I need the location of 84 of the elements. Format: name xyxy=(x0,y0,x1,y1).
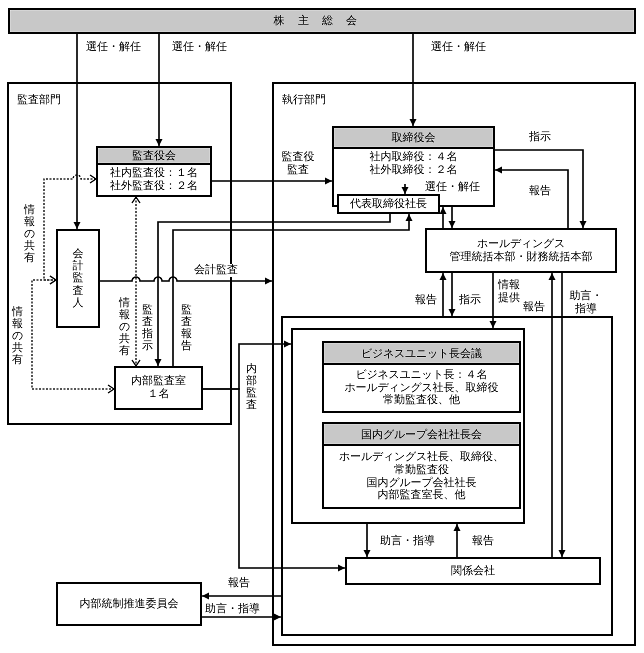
arrow xyxy=(448,273,456,316)
box-text: 内部監査室 xyxy=(130,375,187,388)
arrow xyxy=(495,166,569,228)
arrow xyxy=(364,524,370,557)
edge-label: 会計監査 xyxy=(193,264,239,277)
committee-box xyxy=(322,341,521,413)
arrow xyxy=(448,207,456,228)
box-text: 常勤監査役 xyxy=(394,464,449,476)
arrow xyxy=(454,524,460,557)
box-heading: 国内グループ会社社長会 xyxy=(324,424,519,446)
arrow xyxy=(495,149,586,228)
arrow xyxy=(74,34,80,229)
arrow xyxy=(490,273,496,328)
box-text: 関係会社 xyxy=(450,564,496,578)
arrow xyxy=(212,178,332,184)
edge-label: 選任・解任 xyxy=(171,41,228,54)
arrow xyxy=(100,276,272,284)
edge-label: 監査報告 xyxy=(181,303,192,354)
edge-label: 指示 xyxy=(528,131,552,144)
edge-label: 選任・解任 xyxy=(424,181,481,194)
box-text: 社外取締役：２名 xyxy=(370,164,458,176)
box-heading: 監査役会 xyxy=(98,148,210,165)
organization-box xyxy=(345,557,601,585)
edge-label: 助言・指導 xyxy=(379,535,436,548)
dotted-arrow xyxy=(131,196,141,367)
arrow xyxy=(558,273,566,557)
arrow xyxy=(172,214,412,366)
box-heading: 取締役会 xyxy=(334,128,493,149)
department-frame xyxy=(272,82,636,646)
organization-box xyxy=(337,194,440,214)
arrow xyxy=(440,207,446,228)
department-title: 執行部門 xyxy=(282,92,326,107)
organization-box xyxy=(56,582,202,626)
frame-box xyxy=(281,316,613,636)
dotted-arrow xyxy=(31,275,115,394)
edge-label: 報告 xyxy=(528,185,552,198)
edge-label: 報告 xyxy=(414,294,438,307)
committee-box xyxy=(322,422,521,509)
box-text: ホールディングス xyxy=(476,238,566,250)
box-text: 管理統括本部・財務統括本部 xyxy=(448,250,594,264)
edge-label: 報告 xyxy=(471,535,495,548)
arrow xyxy=(202,592,281,600)
edge-label: 選任・解任 xyxy=(85,41,142,54)
department-title: 監査部門 xyxy=(17,92,61,107)
edge-label: 情報の共有 xyxy=(12,305,23,368)
box-text: 代表取締役社長 xyxy=(349,198,428,210)
box-text: 常勤監査役、他 xyxy=(383,394,460,407)
arrow xyxy=(154,214,391,366)
box-text: 社内取締役：４名 xyxy=(370,151,458,164)
box-heading: ビジネスユニット長会議 xyxy=(324,343,519,365)
arrow xyxy=(402,184,408,194)
arrow xyxy=(410,34,416,126)
box-text: 社内監査役：１名 xyxy=(110,167,198,180)
box-text: 社外監査役：２名 xyxy=(110,180,198,193)
box-text: ホールディングス社長、取締役、 xyxy=(339,451,504,464)
box-text: 内部統制推進委員会 xyxy=(78,598,180,610)
organization-box xyxy=(114,366,203,410)
meeting-title: 株主総会 xyxy=(272,14,372,28)
arrow xyxy=(202,614,281,620)
meeting-bar xyxy=(8,8,636,34)
box-text: ビジネスユニット長：４名 xyxy=(356,369,488,382)
box-text: 内部監査室長、他 xyxy=(378,489,466,502)
edge-label: 助言・指導 xyxy=(204,603,261,616)
box-text: 国内グループ会社社長 xyxy=(366,476,476,488)
edge-label: 報告 xyxy=(522,301,546,314)
box-text: 会計監査人 xyxy=(72,248,84,309)
edge-label: 情報の共有 xyxy=(119,296,130,358)
edge-label: 報告 xyxy=(227,577,251,590)
edge-label: 選任・解任 xyxy=(430,41,487,54)
edge-label: 情報提供 xyxy=(496,279,522,304)
box-text: ホールディングス社長、取締役 xyxy=(344,382,498,394)
edge-label: 監査役監査 xyxy=(279,151,317,176)
frame-box xyxy=(291,328,525,524)
arrow xyxy=(548,273,556,557)
edge-label: 情報の共有 xyxy=(24,203,35,266)
box-text: １名 xyxy=(146,388,170,401)
arrow xyxy=(440,273,446,316)
arrow xyxy=(203,388,345,572)
edge-label: 指示 xyxy=(458,294,482,307)
arrow xyxy=(156,34,162,146)
organization-box xyxy=(425,228,617,273)
edge-label: 監査指示 xyxy=(142,303,153,354)
auditor-box xyxy=(56,229,100,328)
committee-box xyxy=(96,146,212,197)
